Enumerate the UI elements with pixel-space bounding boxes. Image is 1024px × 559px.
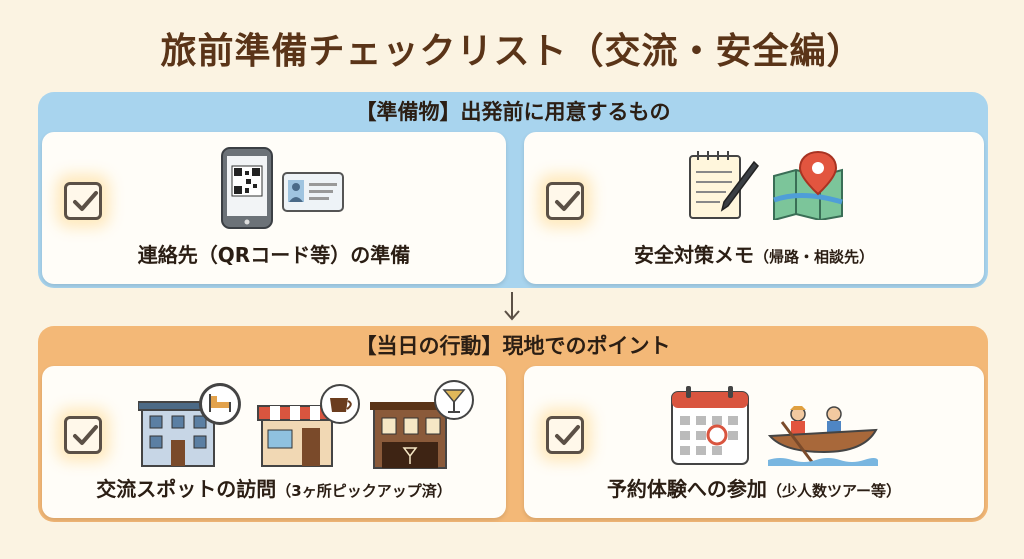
canoe-icon (768, 406, 878, 466)
notepad-pen-icon (689, 151, 759, 219)
smartphone-qr-icon (221, 147, 273, 229)
card-contact-prep: 連絡先（QRコード等）の準備 (42, 132, 506, 284)
bar-icon (370, 380, 474, 469)
card-label: 交流スポットの訪問（3ヶ所ピックアップ済） (96, 477, 452, 501)
map-pin-icon (773, 150, 843, 220)
checkmark-icon (555, 425, 580, 445)
checkmark-icon (555, 191, 580, 211)
arrow-down-icon (504, 292, 520, 321)
checkbox[interactable] (64, 182, 102, 220)
id-card-icon (282, 172, 344, 212)
section-day-actions: 【当日の行動】現地でのポイント (38, 326, 988, 522)
card-exchange-spots: 交流スポットの訪問（3ヶ所ピックアップ済） (42, 366, 506, 518)
checkbox[interactable] (546, 416, 584, 454)
section-preparation: 【準備物】出発前に用意するもの (38, 92, 988, 288)
card-label: 予約体験への参加（少人数ツアー等） (606, 477, 902, 501)
card-label: 安全対策メモ（帰路・相談先） (633, 243, 874, 267)
checkmark-icon (73, 425, 98, 445)
section-heading: 【準備物】出発前に用意するもの (355, 100, 671, 124)
section-heading: 【当日の行動】現地でのポイント (355, 334, 671, 358)
calendar-icon (671, 386, 749, 465)
card-label: 連絡先（QRコード等）の準備 (137, 243, 411, 267)
card-safety-memo: 安全対策メモ（帰路・相談先） (524, 132, 984, 284)
checkbox[interactable] (64, 416, 102, 454)
page-title: 旅前準備チェックリスト（交流・安全編） (160, 31, 864, 72)
cafe-icon (257, 384, 360, 467)
checkbox[interactable] (546, 182, 584, 220)
checkmark-icon (73, 191, 98, 211)
card-booked-experience: 予約体験への参加（少人数ツアー等） (524, 366, 984, 518)
hotel-icon (138, 383, 241, 467)
